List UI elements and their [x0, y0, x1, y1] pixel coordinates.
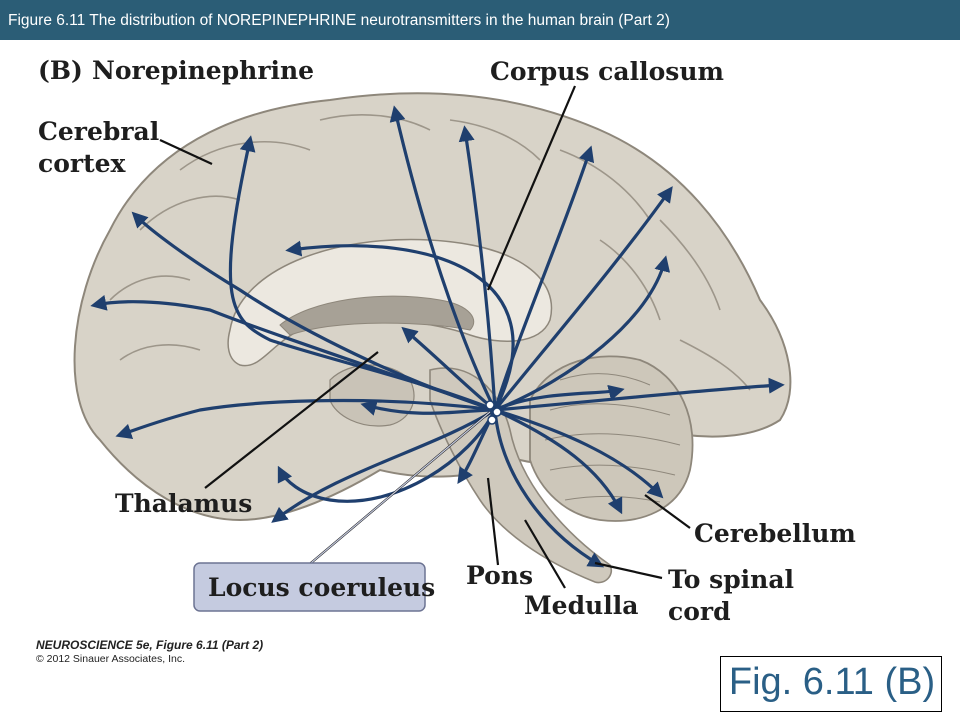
label-pons: Pons — [466, 561, 533, 590]
label-to-spinal-line2: cord — [668, 597, 731, 626]
panel-title: Norepinephrine — [92, 56, 314, 85]
label-cerebral-cortex-line2: cortex — [38, 149, 127, 178]
slide-title: Figure 6.11 The distribution of NOREPINE… — [8, 12, 670, 29]
label-thalamus: Thalamus — [115, 489, 252, 518]
credit-copyright: © 2012 Sinauer Associates, Inc. — [36, 653, 185, 665]
figure-tag-box: Fig. 6.11 (B) — [720, 656, 942, 712]
label-medulla: Medulla — [524, 591, 638, 620]
norepinephrine-pathways — [90, 105, 785, 568]
panel-label: (B) — [38, 56, 83, 85]
ventricle-shape — [279, 295, 475, 336]
locus-coeruleus-leader-fill — [304, 411, 491, 569]
label-corpus-callosum: Corpus callosum — [490, 57, 724, 86]
credit-title: NEUROSCIENCE 5e, Figure 6.11 (Part 2) — [36, 638, 264, 652]
locus-coeruleus-box — [193, 562, 426, 612]
gyri-folds — [109, 114, 751, 391]
figure-tag: Fig. 6.11 (B) — [728, 661, 936, 703]
label-to-spinal-line1: To spinal — [668, 565, 794, 594]
credit-block: NEUROSCIENCE 5e, Figure 6.11 (Part 2) © … — [36, 638, 263, 665]
label-cerebral-cortex-line1: Cerebral — [38, 117, 159, 146]
locus-coeruleus-nuclei — [485, 400, 502, 425]
title-bar: Figure 6.11 The distribution of NOREPINE… — [0, 0, 960, 40]
label-locus-coeruleus: Locus coeruleus — [208, 573, 435, 602]
cerebellum-folia — [544, 373, 681, 503]
label-cerebellum: Cerebellum — [694, 519, 856, 548]
cerebellum-shape — [529, 355, 694, 522]
